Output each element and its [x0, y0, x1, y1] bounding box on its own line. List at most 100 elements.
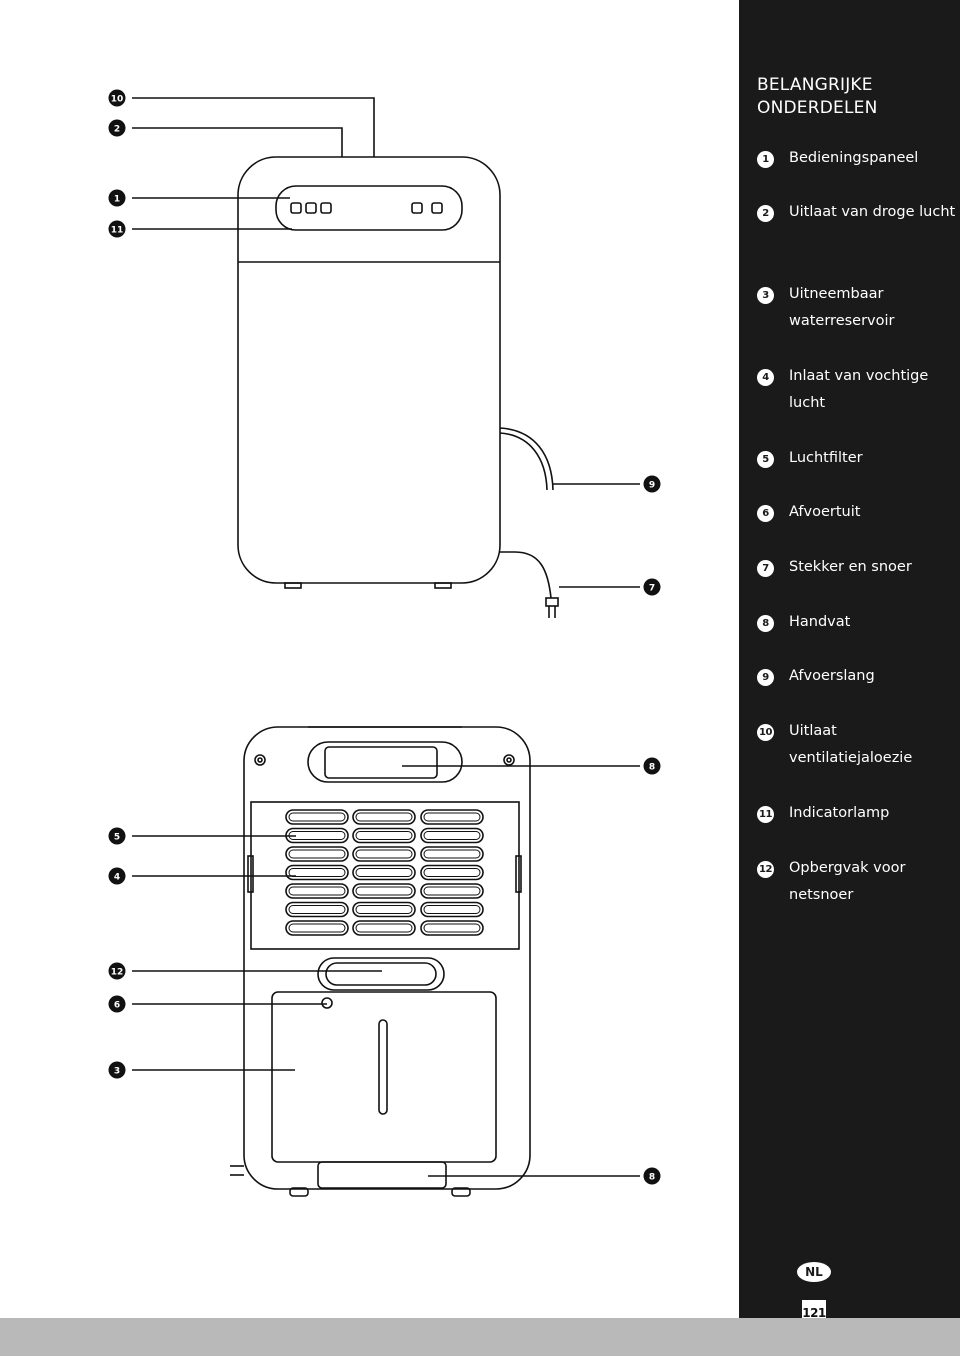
grille-slot-inner [423, 886, 481, 896]
grille-slot [285, 920, 349, 936]
grille-slot-inner [355, 886, 413, 896]
callout-markers: 10 2 1 11 9 7 8 5 4 12 6 3 8 [108, 89, 661, 1185]
svg-text:8: 8 [649, 1173, 655, 1183]
svg-text:11: 11 [111, 226, 124, 236]
part-number: 12 [757, 861, 774, 878]
part-label: Inlaat van vochtige lucht [789, 368, 929, 411]
grille-slot-inner [288, 868, 346, 877]
callout-2: 2 [108, 119, 126, 137]
front-view [132, 97, 640, 618]
grille-slot [420, 846, 484, 862]
callout-9: 9 [643, 475, 661, 493]
grille-slot [420, 864, 484, 881]
svg-text:2: 2 [114, 125, 120, 135]
grille-slot [352, 883, 416, 899]
part-number: 6 [757, 505, 774, 522]
front-foot-left [284, 582, 302, 589]
callout-8-top: 8 [643, 757, 661, 775]
grille-slot-inner [423, 849, 481, 859]
tank-window [378, 1019, 388, 1115]
grille-slot [420, 920, 484, 936]
part-number: 3 [757, 287, 774, 304]
dehumidifier-diagram: 10 2 1 11 9 7 8 5 4 12 6 3 8 [108, 89, 661, 1197]
svg-text:9: 9 [649, 481, 655, 491]
grille-slot [285, 883, 349, 899]
svg-text:1: 1 [114, 195, 120, 205]
drain-spout [321, 997, 333, 1009]
grille-slot-inner [423, 905, 481, 914]
grille-slot [285, 809, 349, 825]
plug-icon [545, 597, 559, 618]
grille-slot-inner [355, 905, 413, 914]
grille-slot [285, 864, 349, 881]
part-label: Stekker en snoer [789, 559, 912, 575]
part-number: 5 [757, 451, 774, 468]
part-number: 7 [757, 560, 774, 577]
top-handle [307, 741, 463, 783]
part-label: Bedieningspaneel [789, 150, 919, 166]
grille-slot [285, 901, 349, 918]
part-label: Opbergvak voor netsnoer [789, 860, 906, 903]
svg-text:5: 5 [114, 833, 120, 843]
footer-bar [0, 1318, 960, 1356]
grille-slot-inner [288, 812, 346, 822]
grille-slot [420, 827, 484, 844]
svg-text:10: 10 [111, 95, 124, 105]
callout-4: 4 [108, 867, 126, 885]
front-foot-right [434, 582, 452, 589]
grille-slot [352, 864, 416, 881]
callout-12: 12 [108, 962, 126, 980]
part-number: 9 [757, 669, 774, 686]
grille-slot-inner [355, 868, 413, 877]
callout-8-bottom: 8 [643, 1167, 661, 1185]
grille-slot-inner [355, 812, 413, 822]
grille-slot-inner [355, 923, 413, 933]
grille-slot [420, 901, 484, 918]
grille-slot-inner [288, 923, 346, 933]
front-body [237, 156, 501, 584]
svg-text:8: 8 [649, 763, 655, 773]
water-tank [271, 991, 497, 1163]
svg-text:3: 3 [114, 1067, 120, 1077]
part-label: Afvoerslang [789, 668, 875, 684]
callout-11: 11 [108, 220, 126, 238]
part-label: Handvat [789, 614, 851, 630]
callout-10: 10 [108, 89, 126, 107]
grille-slot-inner [423, 812, 481, 822]
power-cord [500, 551, 552, 599]
grille-slot-inner [288, 905, 346, 914]
part-label: Afvoertuit [789, 504, 861, 520]
parts-panel: BELANGRIJKE ONDERDELEN 1 Bedieningspaneel… [739, 0, 960, 1318]
callout-6: 6 [108, 995, 126, 1013]
callout-5: 5 [108, 827, 126, 845]
control-panel [275, 185, 463, 231]
part-number: 10 [757, 724, 774, 741]
svg-text:7: 7 [649, 584, 655, 594]
bottom-handle [317, 1161, 447, 1189]
part-number: 1 [757, 151, 774, 168]
grille-slot [352, 827, 416, 844]
part-number: 4 [757, 369, 774, 386]
language-badge: NL [797, 1262, 831, 1282]
grille-slot [420, 809, 484, 825]
grille-slot-inner [288, 831, 346, 840]
grille-slot [285, 846, 349, 862]
grille-slot [352, 920, 416, 936]
grille-slot-inner [423, 923, 481, 933]
part-label: Indicatorlamp [789, 805, 890, 821]
panel-title: BELANGRIJKE ONDERDELEN [757, 75, 878, 118]
grille-slot-inner [288, 886, 346, 896]
part-label: Uitlaat van droge lucht [789, 204, 956, 220]
control-buttons [290, 202, 443, 214]
svg-text:12: 12 [111, 968, 124, 978]
part-label: Luchtfilter [789, 450, 863, 466]
part-label: Uitlaat ventilatiejaloezie [789, 723, 913, 766]
part-number: 8 [757, 615, 774, 632]
callout-3: 3 [108, 1061, 126, 1079]
grille-slot [420, 883, 484, 899]
part-number: 2 [757, 205, 774, 222]
svg-text:6: 6 [114, 1001, 120, 1011]
grille-slot [352, 846, 416, 862]
grille-slot-inner [355, 849, 413, 859]
callout-1: 1 [108, 189, 126, 207]
